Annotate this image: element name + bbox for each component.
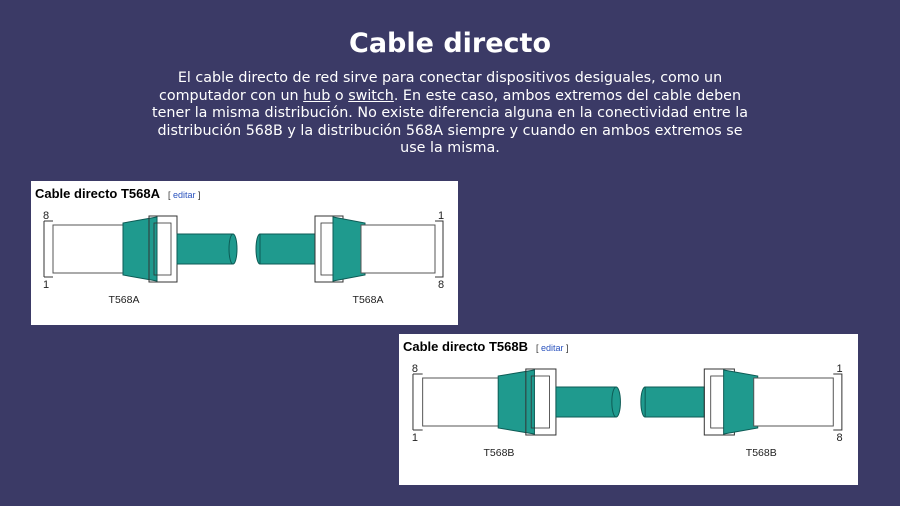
left-cable-end bbox=[611, 386, 621, 418]
left-latch-inner bbox=[530, 375, 550, 429]
edit-bracket-close: ] bbox=[195, 190, 201, 200]
t568b-connector-diagram: 8 1 1 8 T568B T568B bbox=[412, 363, 843, 459]
left-cable bbox=[176, 233, 234, 265]
paragraph-text-3: . En este caso, ambos extremos del cable… bbox=[152, 87, 748, 157]
diagram-header: Cable directo T568A [ editar ] bbox=[35, 185, 201, 203]
t568a-connector-diagram: 8 1 1 8 T568A T568A bbox=[43, 210, 444, 306]
right-pin-top-label: 1 bbox=[438, 210, 444, 222]
connector-structure bbox=[412, 368, 843, 436]
left-cable bbox=[555, 386, 617, 418]
left-pin-bracket bbox=[412, 373, 423, 431]
hub-link[interactable]: hub bbox=[303, 87, 331, 104]
right-plug-housing bbox=[360, 224, 436, 274]
slide-paragraph: El cable directo de red sirve para conec… bbox=[150, 70, 750, 158]
diagram-title: Cable directo T568A bbox=[35, 186, 160, 201]
edit-link[interactable]: editar bbox=[541, 343, 564, 353]
diagram-title: Cable directo T568B bbox=[403, 339, 528, 354]
right-cable bbox=[259, 233, 316, 265]
right-boot bbox=[332, 216, 366, 282]
left-pin-bottom-label: 1 bbox=[412, 432, 418, 444]
left-cable-end bbox=[228, 233, 238, 265]
left-latch-inner bbox=[153, 222, 172, 276]
left-standard-label: T568A bbox=[109, 294, 140, 306]
right-cable bbox=[644, 386, 705, 418]
left-plug-housing bbox=[52, 224, 132, 274]
left-boot bbox=[497, 369, 535, 435]
left-plug-housing bbox=[422, 377, 507, 427]
edit-section: [ editar ] bbox=[168, 190, 201, 200]
right-pin-bracket bbox=[435, 220, 444, 278]
right-pin-bottom-label: 8 bbox=[438, 279, 444, 291]
left-pin-top-label: 8 bbox=[43, 210, 49, 222]
slide-title: Cable directo bbox=[349, 28, 551, 59]
diagram-panel-t568b: 8 1 1 8 T568B T568B Cable directo T568B [… bbox=[399, 334, 858, 485]
diagram-panel-t568a: 8 1 1 8 T568A T568A Cable directo T568A [… bbox=[31, 181, 458, 325]
left-pin-bottom-label: 1 bbox=[43, 279, 49, 291]
switch-link[interactable]: switch bbox=[348, 87, 394, 104]
edit-link[interactable]: editar bbox=[173, 190, 196, 200]
right-standard-label: T568A bbox=[353, 294, 384, 306]
right-standard-label: T568B bbox=[746, 447, 777, 459]
edit-section: [ editar ] bbox=[536, 343, 569, 353]
paragraph-text-2: o bbox=[330, 87, 349, 104]
left-pin-bracket bbox=[43, 220, 53, 278]
right-boot bbox=[723, 369, 759, 435]
right-pin-top-label: 1 bbox=[837, 363, 843, 375]
edit-bracket-close: ] bbox=[563, 343, 569, 353]
right-plug-housing bbox=[753, 377, 834, 427]
edit-bracket-open: [ bbox=[168, 190, 174, 200]
paragraph-text-1: El cable directo de red sirve para conec… bbox=[158, 70, 723, 104]
edit-bracket-open: [ bbox=[536, 343, 542, 353]
left-pin-top-label: 8 bbox=[412, 363, 418, 375]
right-pin-bottom-label: 8 bbox=[837, 432, 843, 444]
diagram-header: Cable directo T568B [ editar ] bbox=[403, 338, 569, 356]
right-pin-bracket bbox=[833, 373, 843, 431]
connector-structure bbox=[43, 215, 444, 283]
left-standard-label: T568B bbox=[484, 447, 515, 459]
left-boot bbox=[122, 216, 158, 282]
